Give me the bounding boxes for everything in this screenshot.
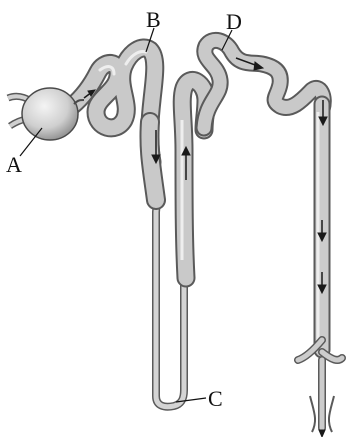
label-c: C <box>208 386 223 411</box>
label-a: A <box>6 152 22 177</box>
label-b: B <box>146 7 161 32</box>
distal-convoluted-tubule <box>204 40 323 128</box>
collecting-duct <box>298 104 342 432</box>
label-d: D <box>226 9 242 34</box>
arrow-icon <box>319 430 325 437</box>
